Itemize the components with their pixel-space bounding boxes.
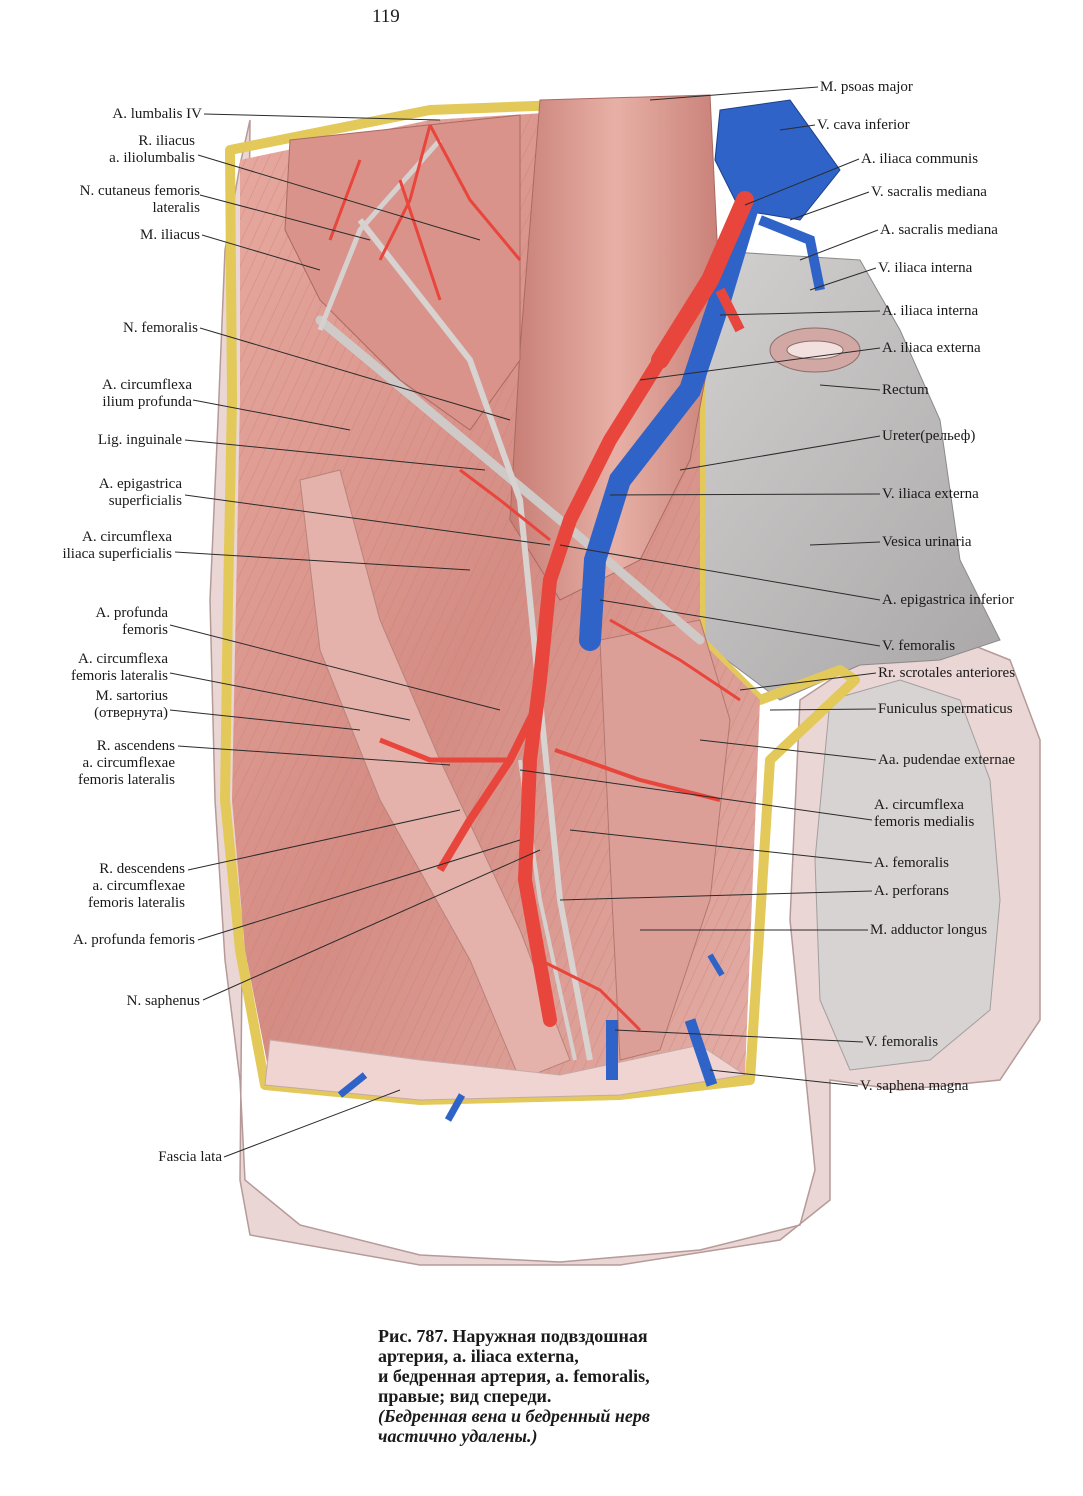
label-fascia-lata: Fascia lata: [158, 1149, 222, 1165]
iliac-vein: [579, 189, 761, 651]
figure-caption: Рис. 787. Наружная подвздошная артерия, …: [378, 1326, 938, 1446]
label-a-epigastrica-inferior: A. epigastrica inferior: [882, 592, 1015, 608]
small-vein-3: [707, 953, 725, 977]
label-aa-pudendae-externae: Aa. pudendae externae: [878, 752, 1016, 768]
label-n-femoralis: N. femoralis: [123, 320, 198, 336]
label-v-femoralis-top: V. femoralis: [882, 638, 956, 654]
label-a-iliaca-interna: A. iliaca interna: [882, 303, 979, 319]
lateral-cutaneous-nerve: [317, 138, 442, 331]
caption-line-4: правые; вид спереди.: [378, 1386, 552, 1406]
external-pudendal-arteries: [609, 618, 741, 702]
label-a-iliaca-communis: A. iliaca communis: [861, 151, 979, 167]
femoral-nerve: [357, 218, 593, 1061]
label-v-sacralis-mediana: V. sacralis mediana: [871, 184, 987, 200]
label-vesica-urinaria: Vesica urinaria: [882, 534, 972, 550]
common-iliac-artery: [651, 191, 754, 369]
great-saphenous-vein: [684, 1018, 718, 1087]
label-v-femoralis-bottom: V. femoralis: [865, 1034, 939, 1050]
internal-iliac-artery: [715, 287, 745, 333]
label-m-sartorius: M. sartorius(отвернута): [94, 688, 168, 721]
psoas-major: [509, 94, 721, 601]
sartorius: [299, 469, 571, 1081]
caption-line-6: частично удалены.): [378, 1426, 538, 1446]
perforating-artery: [539, 958, 642, 1032]
label-a-femoralis: A. femoralis: [874, 855, 949, 871]
label-lig-inguinale: Lig. inguinale: [97, 432, 182, 448]
inguinal-ligament: [315, 315, 705, 645]
label-rr-scrotales-anteriores: Rr. scrotales anteriores: [878, 665, 1016, 681]
label-v-cava-inferior: V. cava inferior: [817, 117, 910, 133]
label-a-circumflexa-femoris-medialis: A. circumflexa femoris medialis: [874, 797, 975, 830]
label-ureter: Ureter(рельеф): [882, 428, 976, 444]
label-a-perforans: A. perforans: [874, 883, 949, 899]
label-v-iliaca-externa: V. iliaca externa: [882, 486, 979, 502]
small-vein-1: [337, 1072, 368, 1098]
caption-line-1: Рис. 787. Наружная подвздошная: [378, 1326, 648, 1346]
caption-line-2: артерия, a. iliaca externa,: [378, 1346, 579, 1366]
medial-thigh: [814, 679, 1001, 1071]
iliolumbal-branches: [328, 124, 522, 301]
label-v-saphena-magna: V. saphena magna: [860, 1078, 969, 1094]
label-a-lumbalis-iv: A. lumbalis IV: [112, 106, 202, 122]
label-rectum: Rectum: [882, 382, 929, 398]
lateral-circumflex-artery: [379, 737, 510, 763]
caption-line-5: (Бедренная вена и бедренный нерв: [378, 1406, 650, 1426]
label-m-psoas-major: M. psoas major: [820, 79, 913, 95]
deep-femoral-artery: [436, 698, 544, 873]
label-a-profunda-femoris-bottom: A. profunda femoris: [72, 932, 195, 948]
fascia-lata: [264, 1039, 747, 1101]
caption-line-3: и бедренная артерия, a. femoralis,: [378, 1366, 650, 1386]
external-iliac-artery: [517, 353, 667, 1027]
label-v-iliaca-interna: V. iliaca interna: [878, 260, 973, 276]
superficial-epigastric-artery: [459, 468, 551, 542]
label-m-adductor-longus: M. adductor longus: [870, 922, 988, 938]
label-m-iliacus: M. iliacus: [140, 227, 200, 243]
internal-iliac-vein: [758, 215, 825, 291]
medial-circumflex-artery: [554, 748, 721, 802]
small-vein-2: [444, 1093, 466, 1122]
page-number: 119: [372, 6, 400, 27]
label-funiculus-spermaticus: Funiculus spermaticus: [878, 701, 1013, 717]
label-a-iliaca-externa: A. iliaca externa: [882, 340, 981, 356]
label-n-saphenus: N. saphenus: [126, 993, 200, 1009]
label-a-sacralis-mediana: A. sacralis mediana: [880, 222, 998, 238]
